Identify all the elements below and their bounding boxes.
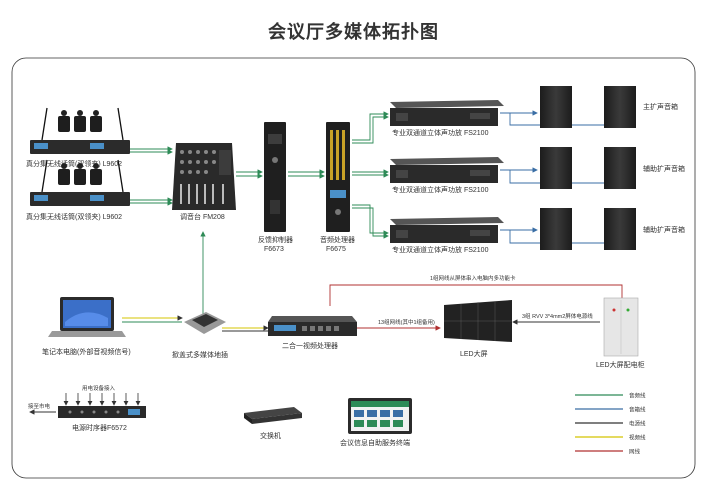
mixer-label: 调音台 FM208 [180,212,225,221]
cable-processor-amp3 [352,204,389,236]
speakers-row-3 [540,208,636,250]
mains-label: 接至市电 [28,402,51,410]
amp2-label: 专业双通道立体声功放 FS2100 [392,185,489,194]
cable-processor-amp3-b [352,207,389,239]
amplifier-1 [390,100,504,126]
network-mid-annotation: 13组网线(其中1组备用) [378,318,435,326]
led-screen-label: LED大屏 [460,349,488,358]
led-cabinet-device [603,297,639,357]
terminal-label: 会议信息自助服务终端 [340,438,410,447]
page-title: 会议厅多媒体拓扑图 [268,22,439,42]
wireless-mic-receiver-1 [30,107,130,154]
network-switch-device [244,407,302,424]
kiosk-terminal-device [348,398,412,434]
power-cable-annotation: 3组 RVV 3*4mm2屏体电源线 [522,312,593,320]
cable-processor-amp1-b [352,114,389,144]
floor-box-device [184,312,226,334]
legend-label-1: 音箱线 [629,406,646,414]
power-input-label: 用电设备接入 [82,384,116,392]
feedback-suppressor-device [264,122,286,232]
speakers-row-2 [540,147,636,189]
feedback-label-2: F6673 [264,246,284,253]
amp1-label: 专业双通道立体声功放 FS2100 [392,128,489,137]
diagram-frame [11,57,696,479]
amplifier-2 [390,157,504,183]
switch-label: 交换机 [260,431,281,440]
legend-label-3: 视频线 [629,434,646,442]
laptop-device [48,297,126,337]
legend-label-4: 网线 [629,448,641,456]
mic1-label: 真分集无线话筒(双领夹) L9602 [26,159,122,168]
processor-label-1: 音频处理器 [320,235,355,244]
speakers-row-1 [540,86,636,128]
power-seq-label: 电源时序器F6572 [72,423,127,432]
network-top-annotation: 1组网线从屏体串入电脑内多功能卡 [430,274,516,282]
cable-processor-amp1 [352,111,389,141]
spk2-label: 辅助扩声音箱 [643,164,685,173]
legend-label-0: 音频线 [629,392,646,400]
floorbox-label: 掀盖式多媒体地插 [172,350,228,359]
legend-label-2: 电源线 [629,420,646,428]
video-processor-device [268,316,357,336]
led-screen-device [444,300,512,342]
spk3-label: 辅助扩声音箱 [643,225,685,234]
mic2-label: 真分集无线话筒(双领夹) L9602 [26,212,122,221]
wireless-mic-receiver-2 [30,159,130,206]
audio-processor-device [326,122,350,232]
processor-label-2: F6675 [326,246,346,253]
feedback-label-1: 反馈抑制器 [258,235,293,244]
amplifier-3 [390,217,504,243]
power-sequencer-device [58,406,146,418]
power-input-arrows [63,393,141,406]
mixer-device [172,143,236,210]
amp3-label: 专业双通道立体声功放 FS2100 [392,245,489,254]
cable-network-top [329,284,623,306]
video-proc-label: 二合一视频处理器 [282,341,338,350]
laptop-label: 笔记本电脑(外部音视频信号) [42,347,131,356]
led-cabinet-label: LED大屏配电柜 [596,360,645,369]
spk1-label: 主扩声音箱 [643,102,678,111]
